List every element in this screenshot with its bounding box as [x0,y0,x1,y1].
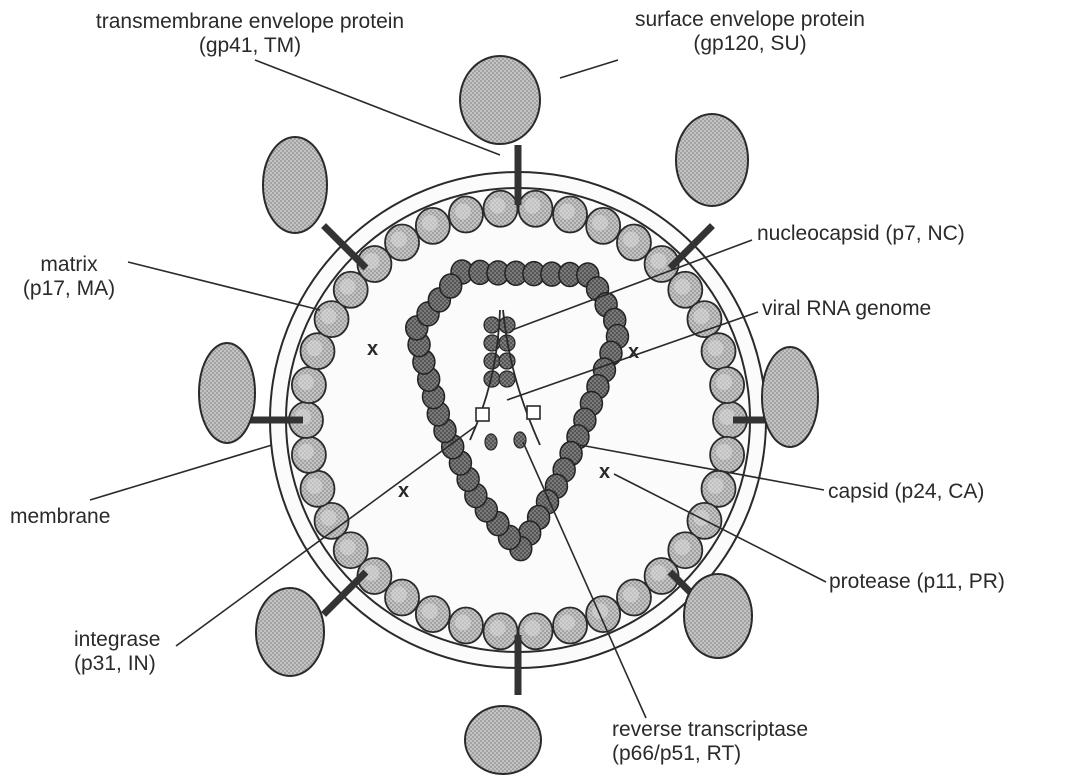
matrix-bead-highlight [321,308,337,324]
label-matrix: matrix (p17, MA) [14,253,124,301]
label-matrix-line2: (p17, MA) [14,277,124,301]
label-protease-line1: protease (p11, PR) [829,570,1005,594]
matrix-bead-highlight [651,565,667,581]
label-membrane-line1: membrane [10,505,110,529]
matrix-bead-highlight [422,215,438,231]
matrix-bead-highlight [321,510,337,526]
reverse-transcriptase-square [527,406,540,419]
matrix-bead-highlight [489,620,505,636]
surface-knob [762,347,818,447]
protease-marker: x [367,338,378,361]
label-membrane: membrane [10,505,110,529]
nucleocapsid-bead [484,353,500,369]
matrix-bead-highlight [455,615,471,631]
matrix-bead-highlight [298,374,314,390]
matrix-bead-highlight [592,215,608,231]
matrix-bead-highlight [306,478,322,494]
matrix-bead-highlight [340,279,356,295]
matrix-bead-highlight [716,444,732,460]
matrix-bead-highlight [306,340,322,356]
surface-knob [684,574,752,658]
surface-knob [465,706,541,774]
protease-marker: x [599,461,610,484]
matrix-bead-highlight [525,198,541,214]
label-capsid: capsid (p24, CA) [828,480,984,504]
protease-marker: x [398,480,409,503]
matrix-bead-highlight [559,615,575,631]
capsid-bead [440,274,462,298]
label-surface-envelope-protein: surface envelope protein (gp120, SU) [600,8,900,56]
label-surface-line1: surface envelope protein [600,8,900,32]
matrix-bead-highlight [708,478,724,494]
matrix-bead-highlight [674,279,690,295]
label-integrase-line1: integrase [74,628,160,652]
matrix-bead-highlight [623,232,639,248]
matrix-bead-highlight [623,586,639,602]
surface-knob [263,137,327,233]
label-matrix-line1: matrix [14,253,124,277]
label-rna-line1: viral RNA genome [762,297,931,321]
label-nucleocapsid-line1: nucleocapsid (p7, NC) [757,222,965,246]
matrix-bead-highlight [708,340,724,356]
label-rt-line1: reverse transcriptase [612,718,808,742]
label-transmembrane-line1: transmembrane envelope protein [40,10,460,34]
label-nucleocapsid: nucleocapsid (p7, NC) [757,222,965,246]
leader-matrix [128,262,320,310]
label-reverse-transcriptase: reverse transcriptase (p66/p51, RT) [612,718,808,766]
label-surface-line2: (gp120, SU) [600,32,900,56]
reverse-transcriptase-square [476,408,489,421]
leader-membrane [90,445,272,500]
leader-surface [560,60,618,78]
matrix-bead-highlight [716,374,732,390]
matrix-bead-highlight [391,232,407,248]
nucleocapsid-bead [484,317,500,333]
matrix-bead-highlight [719,409,735,425]
matrix-bead-highlight [693,308,709,324]
surface-knob [676,114,748,206]
matrix-bead-highlight [674,539,690,555]
label-integrase: integrase (p31, IN) [74,628,160,676]
label-protease: protease (p11, PR) [829,570,1005,594]
label-rt-line2: (p66/p51, RT) [612,742,808,766]
label-transmembrane-line2: (gp41, TM) [40,34,460,58]
matrix-bead-highlight [422,603,438,619]
integrase-oval [485,434,497,450]
nucleocapsid-bead [499,371,515,387]
label-transmembrane-envelope-protein: transmembrane envelope protein (gp41, TM… [40,10,460,58]
matrix-bead-highlight [525,620,541,636]
label-integrase-line2: (p31, IN) [74,652,160,676]
matrix-bead-highlight [489,198,505,214]
matrix-bead-highlight [559,203,575,219]
matrix-bead-highlight [455,203,471,219]
matrix-bead-highlight [298,444,314,460]
surface-knob [256,588,324,676]
surface-knob [460,56,540,144]
matrix-bead-highlight [340,539,356,555]
matrix-bead-highlight [391,586,407,602]
matrix-bead-highlight [651,253,667,269]
protease-marker: x [628,341,639,364]
label-viral-rna-genome: viral RNA genome [762,297,931,321]
label-capsid-line1: capsid (p24, CA) [828,480,984,504]
surface-knob [199,343,255,443]
